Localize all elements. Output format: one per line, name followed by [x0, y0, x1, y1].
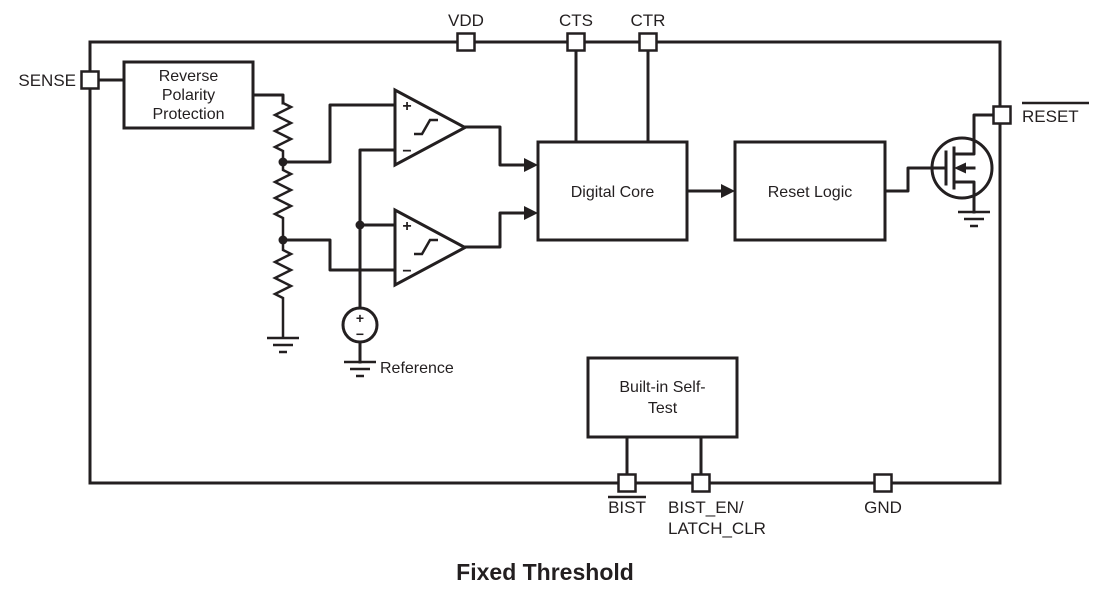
digital-core-label: Digital Core	[571, 184, 655, 201]
junction-dot	[355, 220, 365, 230]
upper-comparator: + −	[393, 87, 469, 168]
pin-gnd-label: GND	[864, 498, 902, 517]
ground-divider-icon	[267, 336, 299, 354]
resistor-1	[272, 101, 294, 162]
lower-comparator-plus: +	[402, 218, 411, 235]
arrowhead-icon	[721, 184, 735, 198]
mosfet-body-arrow-icon	[954, 162, 966, 174]
built-in-self-test-block: Built-in Self- Test	[586, 356, 739, 439]
reverse-polarity-protection-block: Reverse Polarity Protection	[122, 60, 255, 130]
wire-lower-comp-to-core	[463, 211, 528, 249]
lower-comparator-minus: −	[402, 263, 411, 280]
reverse-polarity-box	[122, 60, 255, 130]
pin-bist	[617, 473, 637, 493]
wire-reference-to-upper-minus	[358, 148, 397, 310]
pin-cts-label: CTS	[559, 11, 593, 30]
wire-drain-to-reset-pin	[952, 113, 995, 156]
bist-label-line1: Built-in Self-	[619, 379, 705, 396]
pin-ctr	[638, 32, 658, 52]
pin-ctr-label: CTR	[631, 11, 666, 30]
reset-logic-label: Reset Logic	[768, 184, 853, 201]
reference-source: + − Reference	[341, 306, 454, 378]
wire-source-to-ground	[952, 180, 976, 214]
rpp-label-line3: Protection	[152, 106, 224, 123]
rpp-label-line1: Reverse	[159, 68, 219, 85]
pin-bist-label: BIST	[608, 498, 646, 517]
lower-comparator: + −	[393, 207, 469, 288]
arrowhead-icon	[524, 206, 538, 220]
reference-label: Reference	[380, 360, 454, 377]
wire-upper-comp-to-core	[463, 125, 528, 167]
pin-bist-en-label-line2: LATCH_CLR	[668, 519, 766, 538]
reset-logic-block: Reset Logic	[733, 140, 887, 242]
junction-dot	[278, 235, 288, 245]
arrowhead-icon	[524, 158, 538, 172]
digital-core-box	[536, 140, 689, 242]
pin-vdd-label: VDD	[448, 11, 484, 30]
resistor-3	[272, 240, 294, 338]
reference-plus: +	[356, 310, 364, 326]
wire-reset-logic-to-gate	[883, 166, 948, 193]
lower-comparator-body	[393, 207, 469, 288]
mosfet-circle	[930, 136, 994, 200]
reference-minus: −	[356, 326, 364, 342]
pin-bist-en-label-line1: BIST_EN/	[668, 498, 744, 517]
upper-comparator-plus: +	[402, 98, 411, 115]
pins: SENSE VDD CTS CTR RESET BIST BIST_EN/ LA…	[18, 11, 1089, 538]
rpp-label-line2: Polarity	[162, 87, 215, 104]
wires	[97, 49, 948, 476]
upper-comparator-minus: −	[402, 143, 411, 160]
ground-reference-icon	[344, 360, 376, 378]
upper-comparator-body	[393, 87, 469, 168]
pin-reset	[992, 105, 1012, 125]
pin-reset-label: RESET	[1022, 107, 1079, 126]
pin-sense-label: SENSE	[18, 71, 76, 90]
diagram-caption: Fixed Threshold	[456, 559, 634, 585]
pin-vdd	[456, 32, 476, 52]
wire-nodeB-to-lower-minus	[281, 238, 397, 272]
pin-sense	[80, 70, 100, 90]
resistor-2	[272, 162, 294, 240]
bist-label-line2: Test	[648, 400, 678, 417]
wire-nodeA-to-upper-plus	[281, 103, 397, 164]
pin-gnd	[873, 473, 893, 493]
reset-logic-box	[733, 140, 887, 242]
junction-dot	[278, 157, 288, 167]
chip-boundary	[88, 40, 1002, 485]
wire-rpp-to-divider	[251, 93, 285, 105]
hysteresis-icon	[414, 118, 438, 136]
digital-core-block: Digital Core	[536, 140, 689, 242]
hysteresis-icon	[414, 238, 438, 256]
bist-box	[586, 356, 739, 439]
pin-bist-en	[691, 473, 711, 493]
ground-mosfet-icon	[958, 210, 990, 228]
output-mosfet	[930, 113, 995, 228]
pin-cts	[566, 32, 586, 52]
